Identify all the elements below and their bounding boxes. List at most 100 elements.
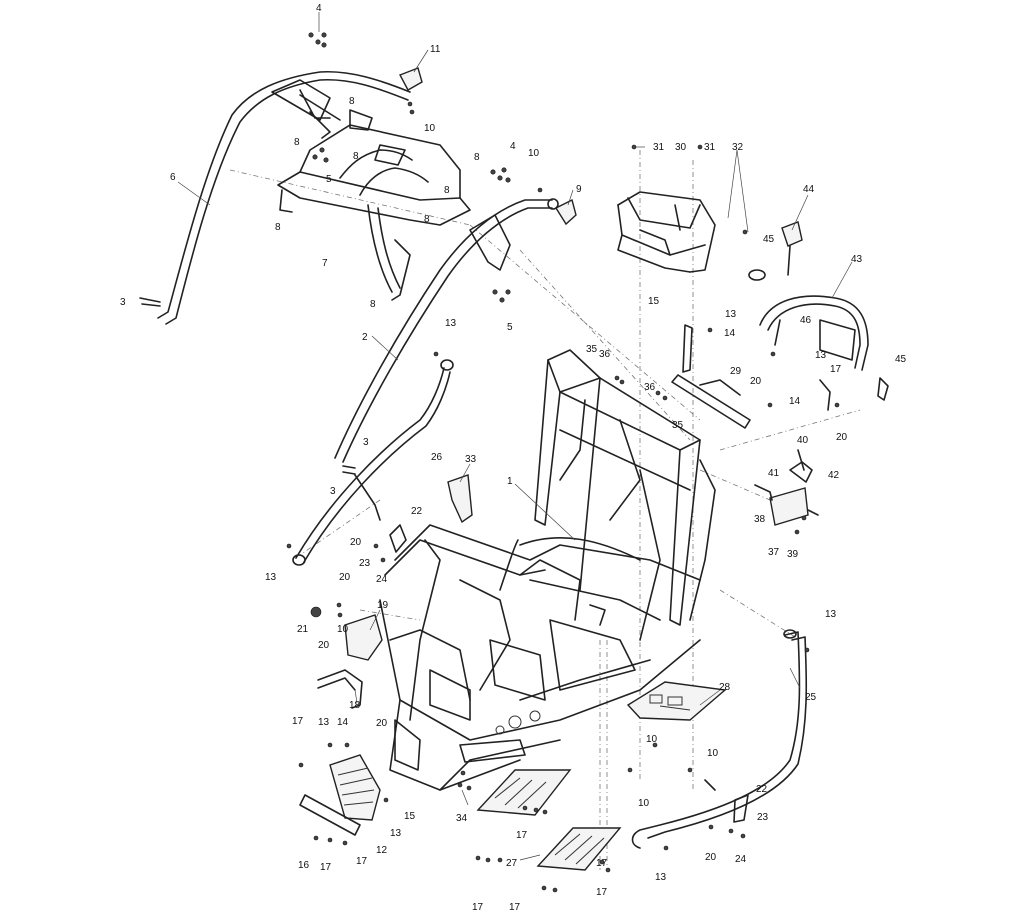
callout-9: 9 (576, 184, 582, 195)
callout-42: 42 (828, 470, 840, 481)
callout-10: 10 (646, 734, 658, 745)
callout-2: 2 (362, 332, 368, 343)
callout-4: 4 (510, 141, 516, 152)
callout-8: 8 (370, 299, 376, 310)
callout-8: 8 (294, 137, 300, 148)
callout-10: 10 (638, 798, 650, 809)
callout-13: 13 (725, 309, 737, 320)
callout-45: 45 (763, 234, 775, 245)
callout-13: 13 (265, 572, 277, 583)
callout-35: 35 (672, 420, 684, 431)
callout-44: 44 (803, 184, 815, 195)
callout-17: 17 (596, 887, 608, 898)
callout-40: 40 (797, 435, 809, 446)
callout-labels: 1 2 3 3 3 4 4 5 5 6 7 8 8 8 8 8 8 8 8 9 … (120, 3, 907, 913)
callout-17: 17 (356, 856, 368, 867)
callout-45: 45 (895, 354, 907, 365)
floor-plate-part-28 (626, 681, 727, 721)
callout-14: 14 (789, 396, 801, 407)
callout-28: 28 (719, 682, 731, 693)
callout-10: 10 (424, 123, 436, 134)
callout-15: 15 (648, 296, 660, 307)
bracket-part-22 (389, 524, 749, 823)
callout-23: 23 (359, 558, 371, 569)
callout-26: 26 (431, 452, 443, 463)
callout-10: 10 (528, 148, 540, 159)
callout-14: 14 (724, 328, 736, 339)
callout-1: 1 (507, 476, 513, 487)
light-part-44 (781, 221, 803, 276)
callout-36: 36 (644, 382, 656, 393)
callout-17: 17 (830, 364, 842, 375)
callout-17: 17 (292, 716, 304, 727)
callout-16: 16 (298, 860, 310, 871)
callout-36: 36 (599, 349, 611, 360)
callout-13: 13 (655, 872, 667, 883)
callout-23: 23 (757, 812, 769, 823)
front-grille-part-12 (329, 754, 381, 821)
callout-22: 22 (411, 506, 423, 517)
side-bar-part-26 (292, 359, 454, 566)
bracket-part-11 (399, 67, 423, 91)
bracket-part-19 (344, 614, 383, 661)
callout-13: 13 (445, 318, 457, 329)
callout-20: 20 (750, 376, 762, 387)
hitch-parts (754, 449, 819, 526)
pins-part-3 (139, 297, 356, 475)
callout-24: 24 (376, 574, 388, 585)
callout-5: 5 (326, 174, 332, 185)
nerf-bar-part-25 (631, 629, 808, 849)
callout-6: 6 (170, 172, 176, 183)
callout-20: 20 (350, 537, 362, 548)
callout-46: 46 (800, 315, 812, 326)
foot-plate-part-27-a (476, 769, 572, 816)
roof-frame-part-7 (277, 109, 471, 301)
callout-19: 19 (377, 600, 389, 611)
callout-20: 20 (836, 432, 848, 443)
callout-17: 17 (516, 830, 528, 841)
callout-22: 22 (756, 784, 768, 795)
gasket-part-45-b (877, 377, 889, 401)
callout-38: 38 (754, 514, 766, 525)
front-pillar-part-2 (334, 198, 559, 463)
callout-18: 18 (349, 700, 361, 711)
callout-8: 8 (349, 96, 355, 107)
callout-13: 13 (825, 609, 837, 620)
bracket-part-18 (317, 669, 363, 709)
callout-10: 10 (707, 748, 719, 759)
rear-rack-part-30 (617, 191, 716, 273)
callout-13: 13 (390, 828, 402, 839)
callout-20: 20 (376, 718, 388, 729)
callout-11: 11 (430, 44, 441, 55)
fasteners (286, 32, 840, 893)
main-chassis-part-1 (379, 349, 716, 791)
callout-3: 3 (330, 486, 336, 497)
alignment-lines (229, 150, 861, 870)
callout-31: 31 (653, 142, 665, 153)
skid-plate-part-16 (299, 794, 361, 836)
callout-17: 17 (472, 902, 484, 913)
callout-8: 8 (275, 222, 281, 233)
callout-10: 10 (337, 624, 349, 635)
callout-41: 41 (768, 468, 780, 479)
leader-lines (177, 12, 853, 861)
rear-bumper-part-43 (759, 295, 869, 371)
callout-39: 39 (787, 549, 799, 560)
rear-bracket-part-29 (671, 324, 831, 429)
callout-8: 8 (444, 185, 450, 196)
callout-30: 30 (675, 142, 687, 153)
callout-43: 43 (851, 254, 863, 265)
callout-20: 20 (318, 640, 330, 651)
bracket-part-33 (447, 474, 473, 524)
callout-20: 20 (705, 852, 717, 863)
callout-31: 31 (704, 142, 716, 153)
callout-12: 12 (376, 845, 388, 856)
callout-27: 27 (506, 858, 518, 869)
callout-8: 8 (424, 214, 430, 225)
callout-15: 15 (404, 811, 416, 822)
callout-34: 34 (456, 813, 468, 824)
callout-3: 3 (120, 297, 126, 308)
callout-8: 8 (353, 151, 359, 162)
bracket-part-9 (554, 198, 577, 226)
